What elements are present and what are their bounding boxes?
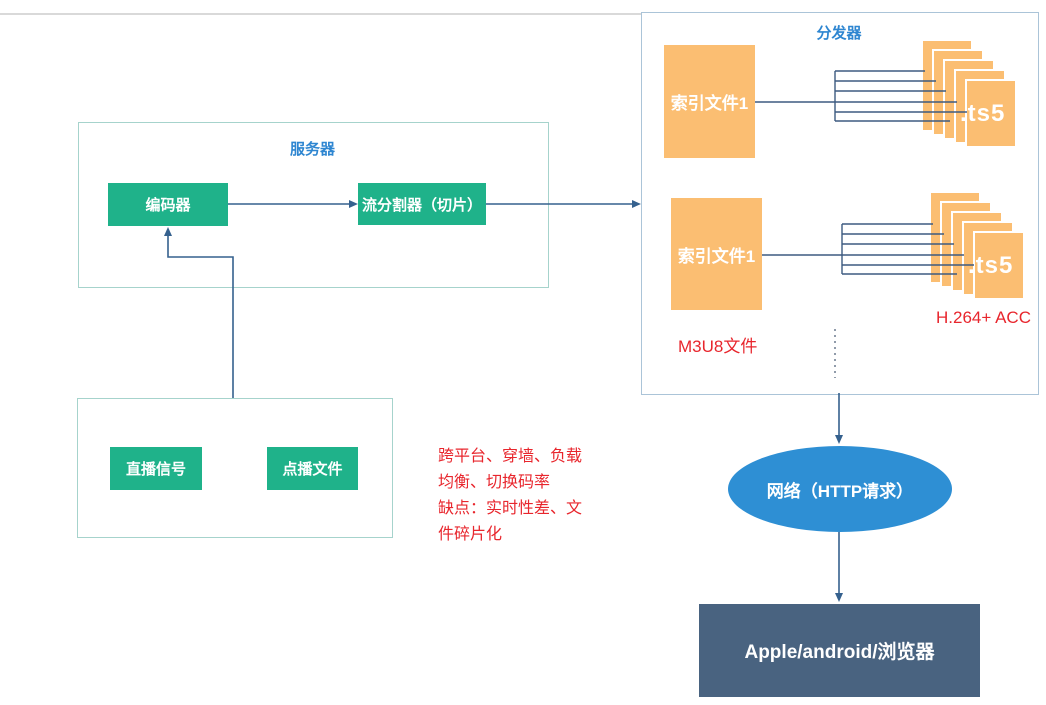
ts-card — [973, 231, 1025, 300]
note-line-3: 缺点：实时性差、文 — [438, 500, 583, 517]
stream-splitter-node: 流分割器（切片） — [358, 183, 486, 225]
arrowhead-icon — [835, 593, 843, 602]
note-line-1: 跨平台、穿墙、负载 — [438, 448, 583, 465]
index-file-node-1: 索引文件1 — [664, 45, 755, 158]
codec-label: H.264+ ACC — [936, 308, 1031, 327]
server-group-title: 服务器 — [289, 141, 335, 158]
network-node: 网络（HTTP请求） — [728, 446, 952, 532]
ts-segment-label-1: .ts5 — [960, 100, 1006, 127]
vod-file-node: 点播文件 — [267, 447, 358, 490]
arrowhead-icon — [835, 435, 843, 444]
note-line-4: 件碎片化 — [438, 526, 503, 543]
distributor-title: 分发器 — [816, 25, 862, 42]
encoder-node: 编码器 — [108, 183, 228, 226]
index-file-node-2: 索引文件1 — [671, 198, 762, 310]
client-node: Apple/android/浏览器 — [699, 604, 980, 697]
ts-segment-label-2: .ts5 — [968, 252, 1014, 279]
note-line-2: 均衡、切换码率 — [438, 474, 551, 491]
live-signal-node: 直播信号 — [110, 447, 202, 490]
pros-cons-note: 跨平台、穿墙、负载 均衡、切换码率 缺点：实时性差、文 件碎片化 — [438, 444, 582, 548]
m3u8-label: M3U8文件 — [678, 337, 758, 356]
top-divider — [0, 13, 641, 15]
ts-card — [965, 79, 1017, 148]
arrowhead-icon — [632, 200, 641, 208]
